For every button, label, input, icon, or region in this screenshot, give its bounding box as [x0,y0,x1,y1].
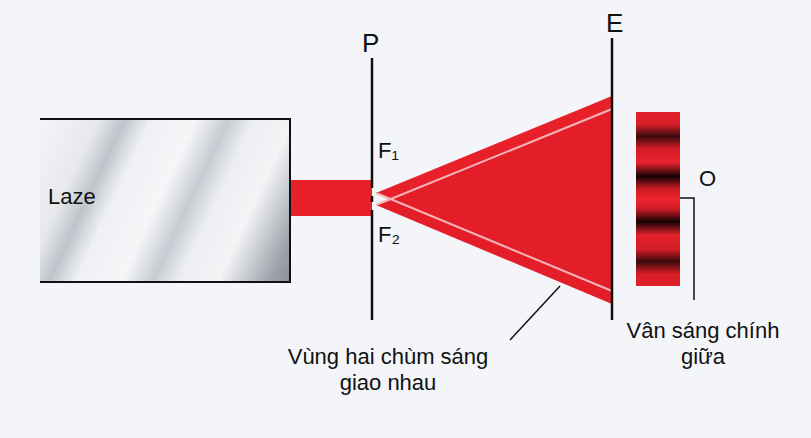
slit-label: F₁ [378,138,399,164]
cone-edge [376,193,612,291]
cone-edge [376,109,612,205]
screen-label: E [606,8,623,39]
device-label: Laze [48,184,96,210]
fringe-label: Vân sáng chính giữa [618,318,788,371]
slit-screen [371,210,374,320]
slit-screen [371,58,374,188]
point-label: O [699,166,716,192]
laser-beam [291,180,372,216]
slit-screen [371,196,374,202]
light-cone [376,109,612,304]
observation-screen [611,38,614,320]
fringe-pattern [636,112,680,286]
screen-label: P [362,28,379,59]
slit-label: F₂ [378,222,400,248]
leader-line [680,198,694,300]
leader-line [510,286,560,340]
laser-housing: Laze [40,118,291,283]
region-label: Vùng hai chùm sáng giao nhau [268,344,508,397]
